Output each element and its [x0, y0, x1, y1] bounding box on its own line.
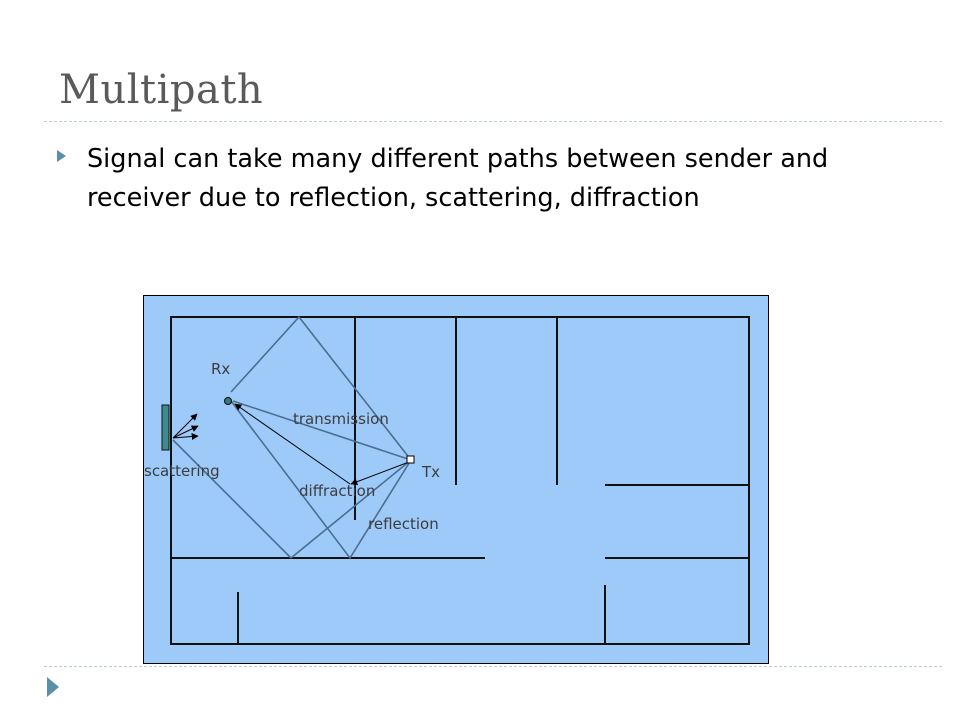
- reflection-path-upper: [230, 315, 412, 461]
- floorplan-svg: Rx Tx transmission diffraction reflectio…: [143, 295, 769, 664]
- receiver-antenna-icon: [224, 397, 232, 405]
- scattering-object: [161, 404, 170, 451]
- multipath-diagram: Rx Tx transmission diffraction reflectio…: [143, 295, 769, 664]
- reflection-path: [227, 396, 412, 560]
- propagation-paths: [172, 315, 412, 560]
- tx-label: Tx: [421, 463, 440, 481]
- bullet-text: Signal can take many different paths bet…: [87, 144, 829, 213]
- building-walls: [170, 316, 750, 645]
- diffraction-wall-path: [290, 459, 412, 559]
- scatter-ray-2: [172, 425, 199, 439]
- transmission-label: transmission: [293, 410, 389, 428]
- diffraction-label: diffraction: [299, 482, 375, 500]
- scatter-ray-3: [172, 433, 199, 440]
- title-divider: [44, 121, 942, 122]
- rx-label: Rx: [211, 360, 230, 378]
- scattering-path: [172, 439, 292, 559]
- outer-wall: [170, 316, 750, 645]
- transmission-path: [232, 400, 412, 461]
- footer-triangle-icon: [47, 677, 59, 697]
- scatter-ray-1: [172, 413, 198, 439]
- scattered-rays: [172, 413, 199, 440]
- transmitter-antenna-icon: [406, 455, 415, 464]
- diffraction-ray-in: [350, 461, 410, 486]
- diffraction-ray-out: [234, 403, 351, 485]
- diffraction-rays: [234, 403, 410, 486]
- slide-title: Multipath: [59, 67, 264, 113]
- reflection-label: reflection: [368, 515, 439, 533]
- bullet-triangle-icon: [57, 150, 66, 162]
- scattering-label: scattering: [144, 462, 220, 480]
- footer-divider: [44, 666, 942, 667]
